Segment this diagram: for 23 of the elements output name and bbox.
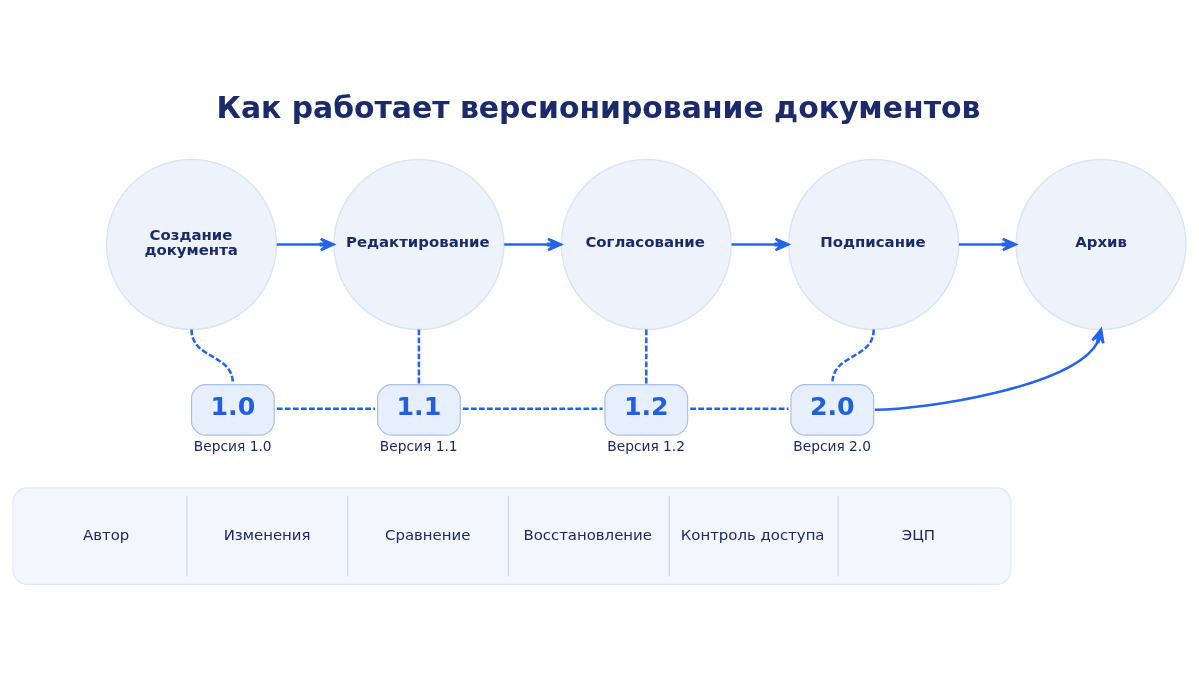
diagram-title: Как работает версионирование документов: [216, 89, 981, 125]
connector: [690, 407, 789, 410]
arrow: [276, 237, 335, 252]
node-circle: Согласование: [560, 158, 732, 331]
arrow: [504, 237, 563, 252]
node-label: Версия 1.1: [379, 437, 458, 454]
connector: [276, 407, 376, 410]
node-label: Версия 1.2: [607, 437, 685, 454]
arrow: [731, 237, 790, 252]
connector: [190, 329, 235, 384]
node-box: Автор Изменения Сравнение Восстановление Контроль доступа ЭЦП: [12, 487, 1012, 585]
connector: [645, 329, 648, 384]
connector: [462, 407, 603, 410]
node-circle: Редактирование: [333, 158, 505, 331]
node-label: Версия 2.0: [793, 437, 872, 454]
node-circle: Создание документа: [105, 158, 278, 331]
connector: [831, 329, 875, 384]
arrow: [874, 328, 1105, 412]
connector: [417, 329, 421, 384]
node-circle: Архив: [1015, 158, 1187, 331]
node-circle: Подписание: [788, 158, 960, 331]
arrow: [958, 237, 1017, 252]
node-label: Версия 1.0: [193, 437, 272, 454]
